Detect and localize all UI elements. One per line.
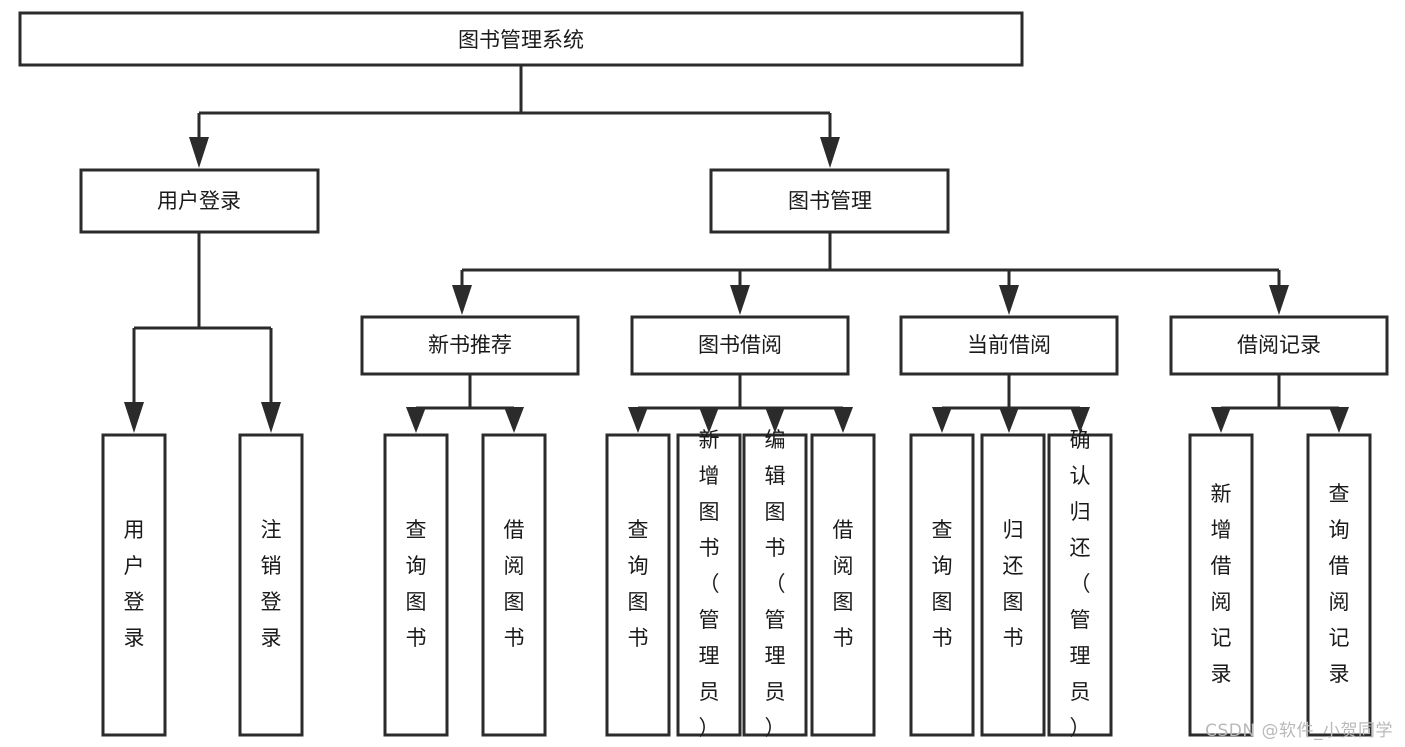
arrow-head-to-current-borrow bbox=[999, 285, 1019, 315]
leaf-confirm-return-admin[interactable]: 确认归还（管理员） bbox=[1047, 428, 1113, 740]
leaf-borrow-book-2-box[interactable] bbox=[810, 433, 876, 737]
arrow-head-to-leaf-return-book bbox=[999, 407, 1019, 433]
arrow-head-to-leaf-add-record bbox=[1211, 407, 1231, 433]
csdn-watermark: CSDN @软件_小贺同学 bbox=[1205, 721, 1393, 741]
leaf-edit-book-admin[interactable]: 编辑图书（管理员） bbox=[742, 428, 808, 740]
node-book-borrow[interactable]: 图书借阅 bbox=[630, 315, 850, 376]
node-current-borrow-box[interactable] bbox=[899, 315, 1119, 376]
connector-group-borrow-record bbox=[1211, 374, 1349, 433]
node-user-login[interactable]: 用户登录 bbox=[79, 168, 320, 234]
node-borrow-record-box[interactable] bbox=[1169, 315, 1389, 376]
leaf-query-book-1-box[interactable] bbox=[383, 433, 449, 737]
leaf-borrow-book-2-label: 借阅图书 bbox=[833, 518, 854, 650]
leaf-logout[interactable]: 注销登录 bbox=[238, 433, 304, 737]
leaf-query-book-2-label: 查询图书 bbox=[628, 518, 649, 650]
node-book-management-label: 图书管理 bbox=[788, 189, 872, 213]
connector-group-new-book bbox=[406, 374, 524, 433]
arrow-head-to-leaf-query-book-1 bbox=[406, 407, 426, 433]
leaf-confirm-return-admin-label: 确认归还（管理员） bbox=[1070, 428, 1091, 740]
leaf-query-book-3-label: 查询图书 bbox=[932, 518, 953, 650]
arrow-head-to-book-mgmt bbox=[820, 137, 840, 168]
leaf-query-book-3-box[interactable] bbox=[909, 433, 975, 737]
leaf-query-borrow-record-box[interactable] bbox=[1306, 433, 1372, 737]
leaf-add-book-admin[interactable]: 新增图书（管理员） bbox=[676, 428, 742, 740]
leaf-user-login-label: 用户登录 bbox=[124, 518, 145, 650]
leaf-borrow-book-1-box[interactable] bbox=[481, 433, 547, 737]
connector-group-user-login bbox=[124, 232, 281, 433]
leaf-return-book-box[interactable] bbox=[980, 433, 1046, 737]
leaf-return-book-label: 归还图书 bbox=[1003, 518, 1024, 650]
connector-group-current-borrow bbox=[932, 374, 1090, 433]
leaf-add-borrow-record-label: 新增借阅记录 bbox=[1211, 482, 1232, 686]
arrow-head-to-leaf-add-book bbox=[699, 407, 719, 433]
node-book-management[interactable]: 图书管理 bbox=[709, 168, 950, 234]
leaf-return-book[interactable]: 归还图书 bbox=[980, 433, 1046, 737]
leaf-edit-book-admin-box[interactable] bbox=[742, 433, 808, 737]
connector-group-book-borrow bbox=[628, 374, 853, 433]
leaf-add-book-admin-box[interactable] bbox=[676, 433, 742, 737]
leaf-query-book-1[interactable]: 查询图书 bbox=[383, 433, 449, 737]
node-current-borrow-label: 当前借阅 bbox=[967, 333, 1051, 357]
arrow-head-to-leaf-edit-book bbox=[765, 407, 785, 433]
leaf-query-book-2[interactable]: 查询图书 bbox=[605, 433, 671, 737]
leaf-query-borrow-record[interactable]: 查询借阅记录 bbox=[1306, 433, 1372, 737]
arrow-head-to-leaf-user-login bbox=[124, 402, 144, 433]
arrow-head-to-borrow-record bbox=[1269, 285, 1289, 315]
leaf-query-book-2-box[interactable] bbox=[605, 433, 671, 737]
arrow-head-to-leaf-query-book-3 bbox=[932, 407, 952, 433]
node-new-book-recommend-label: 新书推荐 bbox=[428, 333, 512, 357]
arrow-head-to-leaf-query-record bbox=[1329, 407, 1349, 433]
node-borrow-record-label: 借阅记录 bbox=[1237, 333, 1321, 357]
arrow-head-to-user-login bbox=[189, 137, 209, 168]
node-book-management-box[interactable] bbox=[709, 168, 950, 234]
node-user-login-box[interactable] bbox=[79, 168, 320, 234]
node-user-login-label: 用户登录 bbox=[157, 189, 241, 213]
node-new-book-recommend[interactable]: 新书推荐 bbox=[360, 315, 580, 376]
node-current-borrow[interactable]: 当前借阅 bbox=[899, 315, 1119, 376]
node-root-system-box[interactable] bbox=[18, 11, 1024, 67]
leaf-add-book-admin-label: 新增图书（管理员） bbox=[699, 428, 720, 740]
leaf-edit-book-admin-label: 编辑图书（管理员） bbox=[765, 428, 786, 740]
connector-group-root bbox=[189, 65, 840, 168]
node-root-system-label: 图书管理系统 bbox=[458, 28, 584, 52]
leaf-borrow-book-2[interactable]: 借阅图书 bbox=[810, 433, 876, 737]
leaf-user-login-box[interactable] bbox=[101, 433, 167, 737]
node-book-borrow-box[interactable] bbox=[630, 315, 850, 376]
arrow-head-to-book-borrow bbox=[730, 285, 750, 315]
node-book-borrow-label: 图书借阅 bbox=[698, 333, 782, 357]
arrow-head-to-leaf-confirm-return bbox=[1070, 407, 1090, 433]
leaf-borrow-book-1-label: 借阅图书 bbox=[504, 518, 525, 650]
leaf-user-login[interactable]: 用户登录 bbox=[101, 433, 167, 737]
leaf-logout-label: 注销登录 bbox=[261, 518, 282, 650]
arrow-head-to-new-book bbox=[452, 285, 472, 315]
leaf-query-book-3[interactable]: 查询图书 bbox=[909, 433, 975, 737]
node-borrow-record[interactable]: 借阅记录 bbox=[1169, 315, 1389, 376]
leaf-query-book-1-label: 查询图书 bbox=[406, 518, 427, 650]
leaf-query-borrow-record-label: 查询借阅记录 bbox=[1329, 482, 1350, 686]
node-root-system[interactable]: 图书管理系统 bbox=[18, 11, 1024, 67]
node-new-book-recommend-box[interactable] bbox=[360, 315, 580, 376]
arrow-head-to-leaf-borrow-book-1 bbox=[504, 407, 524, 433]
leaf-confirm-return-admin-box[interactable] bbox=[1047, 433, 1113, 737]
arrow-head-to-leaf-borrow-book-2 bbox=[833, 407, 853, 433]
connector-group-book-mgmt bbox=[452, 232, 1289, 315]
leaf-add-borrow-record[interactable]: 新增借阅记录 bbox=[1188, 433, 1254, 737]
arrow-head-to-leaf-query-book-2 bbox=[628, 407, 648, 433]
leaf-logout-box[interactable] bbox=[238, 433, 304, 737]
leaf-add-borrow-record-box[interactable] bbox=[1188, 433, 1254, 737]
arrow-head-to-leaf-logout bbox=[261, 402, 281, 433]
leaf-borrow-book-1[interactable]: 借阅图书 bbox=[481, 433, 547, 737]
